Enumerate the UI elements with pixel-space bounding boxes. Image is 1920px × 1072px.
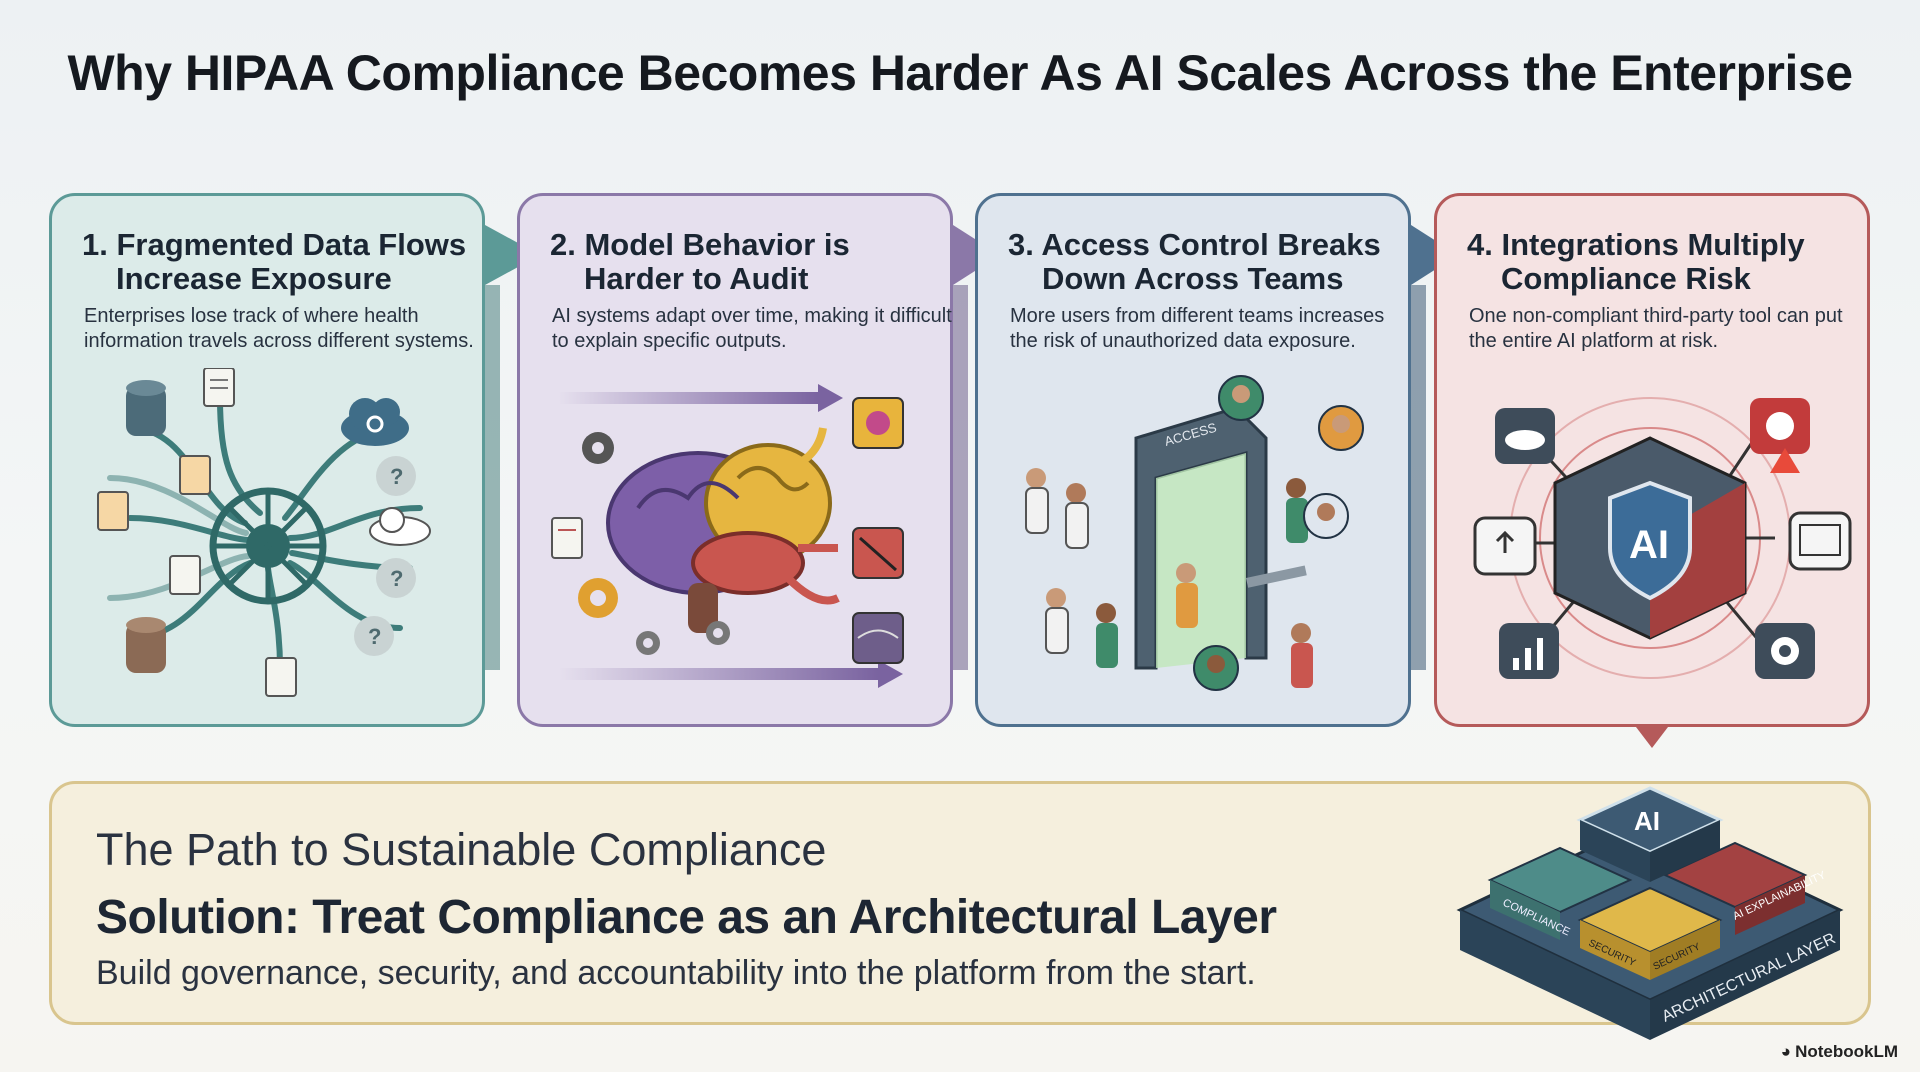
card-description: More users from different teams increase…: [1010, 305, 1385, 352]
output-tile-icon: [852, 397, 904, 449]
warning-gear-icon: [1750, 398, 1810, 473]
document-icon: [265, 657, 297, 697]
page-title: Why HIPAA Compliance Becomes Harder As A…: [67, 45, 1853, 101]
notebooklm-logo-icon: ◕: [1780, 1042, 1792, 1061]
data-flow-hub-illustration: ? ? ?: [97, 368, 431, 697]
card-description: AI systems adapt over time, making it di…: [552, 305, 952, 352]
avatar: [1303, 493, 1349, 539]
banner-preheading: The Path to Sustainable Compliance: [96, 824, 827, 875]
person-icon: [1291, 623, 1313, 688]
avatar: [1318, 405, 1364, 451]
stack-label-top: AI: [1634, 806, 1660, 836]
brain-model-illustration: [551, 384, 904, 688]
document-icon: [551, 517, 583, 559]
gear-icon: [578, 578, 618, 618]
avatar: [1218, 375, 1264, 421]
card-title: 2. Model Behavior is Harder to Audit: [550, 227, 850, 296]
document-icon: [179, 455, 211, 495]
architectural-layer-stack: ARCHITECTURAL LAYER COMPLIANCE AI EXPLAI…: [1456, 786, 1844, 1040]
document-icon: [97, 491, 129, 531]
document-icon: [169, 555, 201, 595]
access-gate: ACCESS: [1134, 406, 1307, 670]
ai-core-cube: AI: [1553, 436, 1747, 640]
database-icon: [126, 380, 166, 436]
document-icon: [203, 368, 235, 407]
card-title: 3. Access Control Breaks Down Across Tea…: [1008, 227, 1381, 296]
gear-icon: [636, 631, 660, 655]
card-title: 4. Integrations Multiply Compliance Risk: [1467, 227, 1805, 296]
ai-top-block: AI: [1576, 786, 1724, 882]
ai-core-label: AI: [1629, 523, 1669, 567]
question-bubble-icon: ?: [376, 558, 416, 598]
person-icon: [1096, 603, 1118, 668]
svg-text:?: ?: [390, 566, 403, 591]
output-tile-icon: [852, 527, 904, 579]
cloud-icon: [341, 398, 409, 446]
cloud-icon: [369, 507, 431, 546]
connector-1-2: [485, 225, 540, 285]
brain-icon: [606, 443, 832, 633]
cloud-upload-icon: [1473, 516, 1537, 576]
svg-text:?: ?: [390, 464, 403, 489]
card-description: One non-compliant third-party tool can p…: [1469, 305, 1843, 352]
person-icon: [1025, 468, 1049, 534]
avatar: [1193, 645, 1239, 691]
cloud-icon: [1495, 408, 1555, 464]
gear-icon: [706, 621, 730, 645]
solution-banner: The Path to Sustainable Compliance Solut…: [49, 781, 1871, 1025]
card-title: 1. Fragmented Data Flows Increase Exposu…: [82, 227, 467, 296]
question-bubble-icon: ?: [376, 456, 416, 496]
card-integrations-risk: 4. Integrations Multiply Compliance Risk…: [1434, 193, 1870, 727]
pointer-to-banner: [1636, 727, 1668, 748]
bar-chart-icon: [1499, 623, 1559, 679]
integration-risk-illustration: AI: [1473, 397, 1852, 679]
browser-tool-icon: [1788, 511, 1852, 571]
card-description: Enterprises lose track of where health i…: [84, 305, 474, 352]
access-gate-illustration: ACCESS: [1025, 375, 1364, 691]
person-icon: [1286, 478, 1308, 543]
gear-icon: [582, 432, 614, 464]
compliance-block: COMPLIANCE: [1487, 846, 1633, 940]
person-icon: [1065, 483, 1089, 549]
output-tile-icon: [852, 612, 904, 664]
card-model-behavior: 2. Model Behavior is Harder to Audit AI …: [517, 193, 953, 727]
database-icon: [126, 617, 166, 673]
person-icon: [1176, 563, 1198, 628]
banner-solution: Solution: Treat Compliance as an Archite…: [96, 891, 1277, 944]
banner-description: Build governance, security, and accounta…: [96, 954, 1256, 992]
question-bubble-icon: ?: [354, 616, 394, 656]
card-access-control: 3. Access Control Breaks Down Across Tea…: [975, 193, 1411, 727]
person-icon: [1045, 588, 1069, 654]
gear-icon: [1755, 623, 1815, 679]
svg-text:?: ?: [368, 624, 381, 649]
card-fragmented-data-flows: 1. Fragmented Data Flows Increase Exposu…: [49, 193, 485, 727]
brand-watermark: ◕NotebookLM: [1780, 1042, 1898, 1061]
